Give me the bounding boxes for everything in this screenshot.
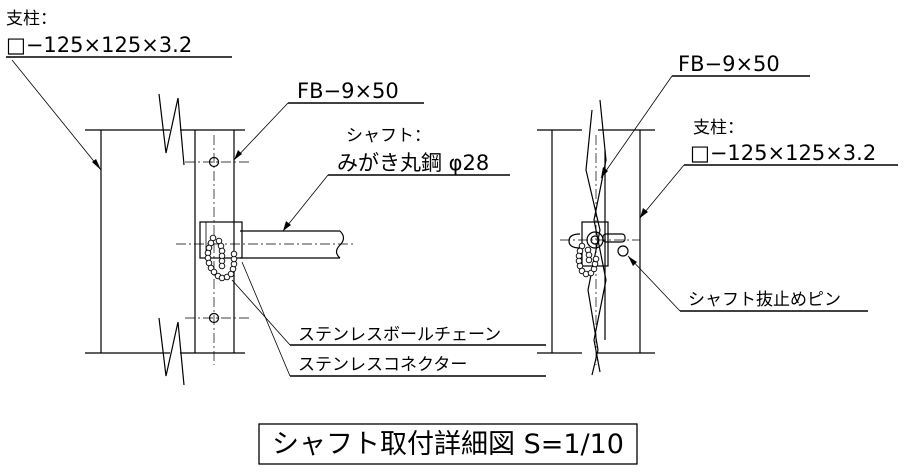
post-left-title: 支柱： (6, 9, 57, 29)
label-post-left: 支柱： □−125×125×3.2 (6, 9, 232, 171)
connector-label: ステンレスコネクター (298, 355, 467, 375)
fb-right-label: FB−9×50 (678, 52, 780, 76)
drawing-title: シャフト取付詳細図 S=1/10 (258, 423, 638, 465)
ball-chain (204, 234, 238, 282)
right-view (537, 99, 655, 376)
label-post-right: 支柱： □−125×125×3.2 (639, 118, 898, 219)
pin-label: シャフト抜止めピン (688, 290, 841, 310)
label-fb-left: FB−9×50 (233, 79, 424, 161)
post-right-size: □−125×125×3.2 (690, 141, 876, 165)
fb-left-label: FB−9×50 (297, 79, 399, 103)
label-shaft: シャフト： みがき丸鋼 φ28 (282, 126, 510, 232)
label-pin: シャフト抜止めピン (627, 255, 868, 312)
shaft-title: シャフト： (346, 126, 431, 146)
chain-label: ステンレスボールチェーン (298, 325, 501, 345)
post-left-size: □−125×125×3.2 (6, 33, 192, 57)
label-fb-right: FB−9×50 (600, 52, 810, 179)
drawing-title-text: シャフト取付詳細図 S=1/10 (272, 429, 624, 460)
ball-chain-side (575, 242, 600, 278)
post-right-title: 支柱： (693, 118, 744, 138)
label-chain: ステンレスボールチェーン ステンレスコネクター (231, 261, 546, 377)
left-view (85, 93, 355, 386)
shaft-spec: みがき丸鋼 φ28 (337, 151, 489, 175)
